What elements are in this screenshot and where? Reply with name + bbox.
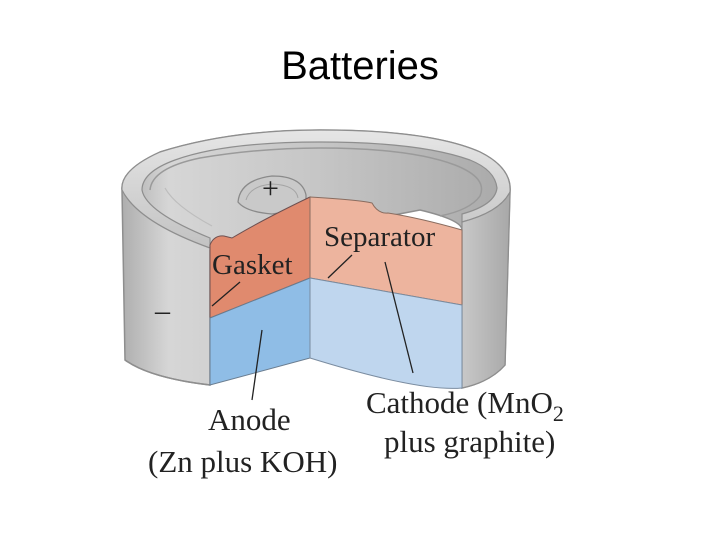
anode-label: Anode <box>208 402 291 437</box>
separator-leader <box>327 254 353 279</box>
slide-title: Batteries <box>281 44 439 88</box>
gasket-label: Gasket <box>212 249 293 281</box>
cathode-detail-label: plus graphite) <box>384 424 555 459</box>
cathode-leader <box>384 261 414 374</box>
separator-region <box>309 196 463 306</box>
minus-label: – <box>154 294 171 327</box>
separator-label: Separator <box>324 221 435 253</box>
anode-leader <box>251 329 263 401</box>
gasket-leader <box>211 281 241 307</box>
leader-lines <box>211 254 414 401</box>
cathode-region <box>309 277 463 389</box>
cathode-label-subscript: 2 <box>553 401 564 426</box>
cathode-label-main: Cathode (MnO <box>366 385 553 420</box>
anode-detail-label: (Zn plus KOH) <box>148 444 337 479</box>
plus-label: + <box>262 172 279 205</box>
cathode-label: Cathode (MnO2 <box>366 385 564 426</box>
